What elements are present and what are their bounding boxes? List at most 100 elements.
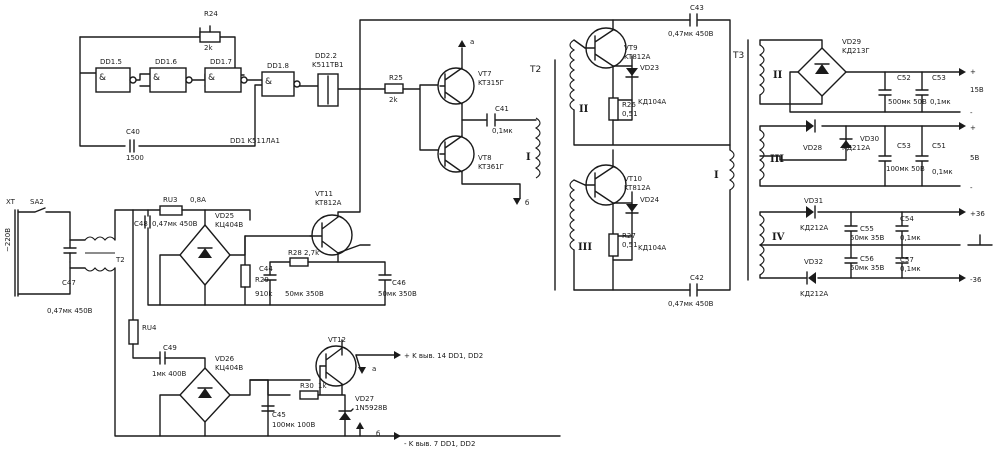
c50-capacitor xyxy=(878,125,892,187)
r27-resistor xyxy=(608,233,619,257)
r29-value: 910k xyxy=(255,290,273,298)
r24-resistor xyxy=(199,31,221,43)
r25-value: 2k xyxy=(389,96,398,104)
vd28-label: VD28 xyxy=(803,144,822,152)
c56-label: C56 xyxy=(860,255,874,263)
supply-plus-label: + K выв. 14 DD1, DD2 xyxy=(404,352,483,360)
t2-choke xyxy=(84,236,116,272)
c45-label: C45 xyxy=(272,411,286,419)
t2-label: T2 xyxy=(529,65,541,75)
c44-value: 50мк 350B xyxy=(285,290,324,298)
c46-value: 50мк 350B xyxy=(378,290,417,298)
t3-winding-4-label: IV xyxy=(772,232,785,243)
vt9-type: KT812A xyxy=(624,53,651,61)
c41-value: 0,1мк xyxy=(492,127,513,135)
c50-value: 100мк 50B xyxy=(886,165,925,173)
vd24-diode xyxy=(625,204,639,214)
vd24-type: KД104A xyxy=(638,244,666,252)
t3-primary-winding xyxy=(728,149,735,191)
r24-value: 2k xyxy=(204,44,213,52)
xt-label: XT xyxy=(6,198,16,206)
vd27-zener xyxy=(338,408,354,420)
vd26-type: KЦ404B xyxy=(215,364,243,372)
t3-winding-3-label: III xyxy=(770,154,784,165)
vt7-transistor xyxy=(437,67,475,105)
power-b-mark: б xyxy=(376,430,380,438)
c54-label: C54 xyxy=(900,215,914,223)
c57-label: C57 xyxy=(900,256,914,264)
out-5-label: 5B xyxy=(970,154,979,162)
vd32-diode xyxy=(806,271,816,285)
vd30-type: KД212A xyxy=(842,144,870,152)
vt9-label: VT9 xyxy=(624,44,638,52)
r26-value: 0,51 xyxy=(622,110,638,118)
output-section: C43 0,47мк 450B VT9 KT812A VD23 KД104A R… xyxy=(359,4,749,308)
gate-dd1-5: & DD1.5 xyxy=(95,58,137,93)
vt12-label: VT12 xyxy=(328,336,346,344)
vd30-label: VD30 xyxy=(860,135,879,143)
c48-value: 0,47мк 450B xyxy=(152,220,198,228)
gate-dd2-2-type: K511TB1 xyxy=(312,61,343,69)
c48-label: C48 xyxy=(134,220,148,228)
r24-label: R24 xyxy=(204,10,218,18)
out-p36-label: +36 xyxy=(970,210,985,218)
r25-label: R25 xyxy=(389,74,403,82)
c41-capacitor xyxy=(486,113,496,127)
vd23-type: KД104A xyxy=(638,98,666,106)
c46-label: C46 xyxy=(392,279,406,287)
driver-b-mark: б xyxy=(525,199,529,207)
r30-resistor xyxy=(299,390,319,400)
r30-value: 1k xyxy=(318,382,327,390)
supply-minus-label: - K выв. 7 DD1, DD2 xyxy=(404,440,475,448)
ru3-label: RU3 xyxy=(163,196,177,204)
c54-capacitor xyxy=(895,211,909,246)
vd23-label: VD23 xyxy=(640,64,659,72)
c40-capacitor xyxy=(129,139,135,153)
c53-value: 0,1мк xyxy=(930,98,951,106)
gate-dd1-8-symbol: & xyxy=(265,77,272,87)
gate-dd1-8: & DD1.8 xyxy=(261,62,301,97)
c45-capacitor xyxy=(261,405,275,412)
c43-value: 0,47мк 450B xyxy=(668,30,714,38)
vd32-label: VD32 xyxy=(804,258,823,266)
t3-winding-3 xyxy=(758,129,765,181)
ru3-fuse xyxy=(159,205,183,216)
gate-dd1-6-symbol: & xyxy=(153,73,160,83)
c55-capacitor xyxy=(844,211,858,246)
r28-value: 2,7k xyxy=(304,249,320,257)
driver-section: R25 2k VT7 KT315Г VT8 KT361Г a C41 0,1мк… xyxy=(384,38,556,291)
ru4-fuse xyxy=(128,319,139,345)
vd31-label: VD31 xyxy=(804,197,823,205)
t3-winding-2 xyxy=(758,44,765,96)
c57-value: 0,1мк xyxy=(900,265,921,273)
c49-capacitor xyxy=(159,351,166,365)
vd25-label: VD25 xyxy=(215,212,234,220)
c40-value: 1500 xyxy=(126,154,144,162)
vt12-transistor xyxy=(315,345,357,387)
c50-label: C53 xyxy=(897,142,911,150)
c43-label: C43 xyxy=(690,4,704,12)
out-15-plus: + xyxy=(970,68,976,76)
vt10-label: VT10 xyxy=(624,175,642,183)
gate-dd1-5-label: DD1.5 xyxy=(100,58,122,66)
gate-dd1-6: & DD1.6 xyxy=(149,58,193,93)
t2-winding-1-label: I xyxy=(526,152,531,163)
vt7-type: KT315Г xyxy=(478,79,504,87)
r28-label: R28 xyxy=(288,249,302,257)
c47-capacitor xyxy=(63,247,77,254)
vd31-diode xyxy=(806,205,816,219)
vd29-label: VD29 xyxy=(842,38,861,46)
vd26-label: VD26 xyxy=(215,355,235,363)
r30-label: R30 xyxy=(300,382,314,390)
vt8-transistor xyxy=(437,135,475,173)
c48-capacitor xyxy=(144,215,151,229)
vd24-label: VD24 xyxy=(640,196,660,204)
out-15-minus: - xyxy=(970,109,973,117)
mains-label: ~220B xyxy=(4,228,12,252)
c42-label: C42 xyxy=(690,274,704,282)
sa2-label: SA2 xyxy=(30,198,44,206)
c53-capacitor xyxy=(915,71,929,113)
ru3-value: 0,8A xyxy=(190,196,206,204)
gate-dd2-2-label: DD2.2 xyxy=(315,52,337,60)
